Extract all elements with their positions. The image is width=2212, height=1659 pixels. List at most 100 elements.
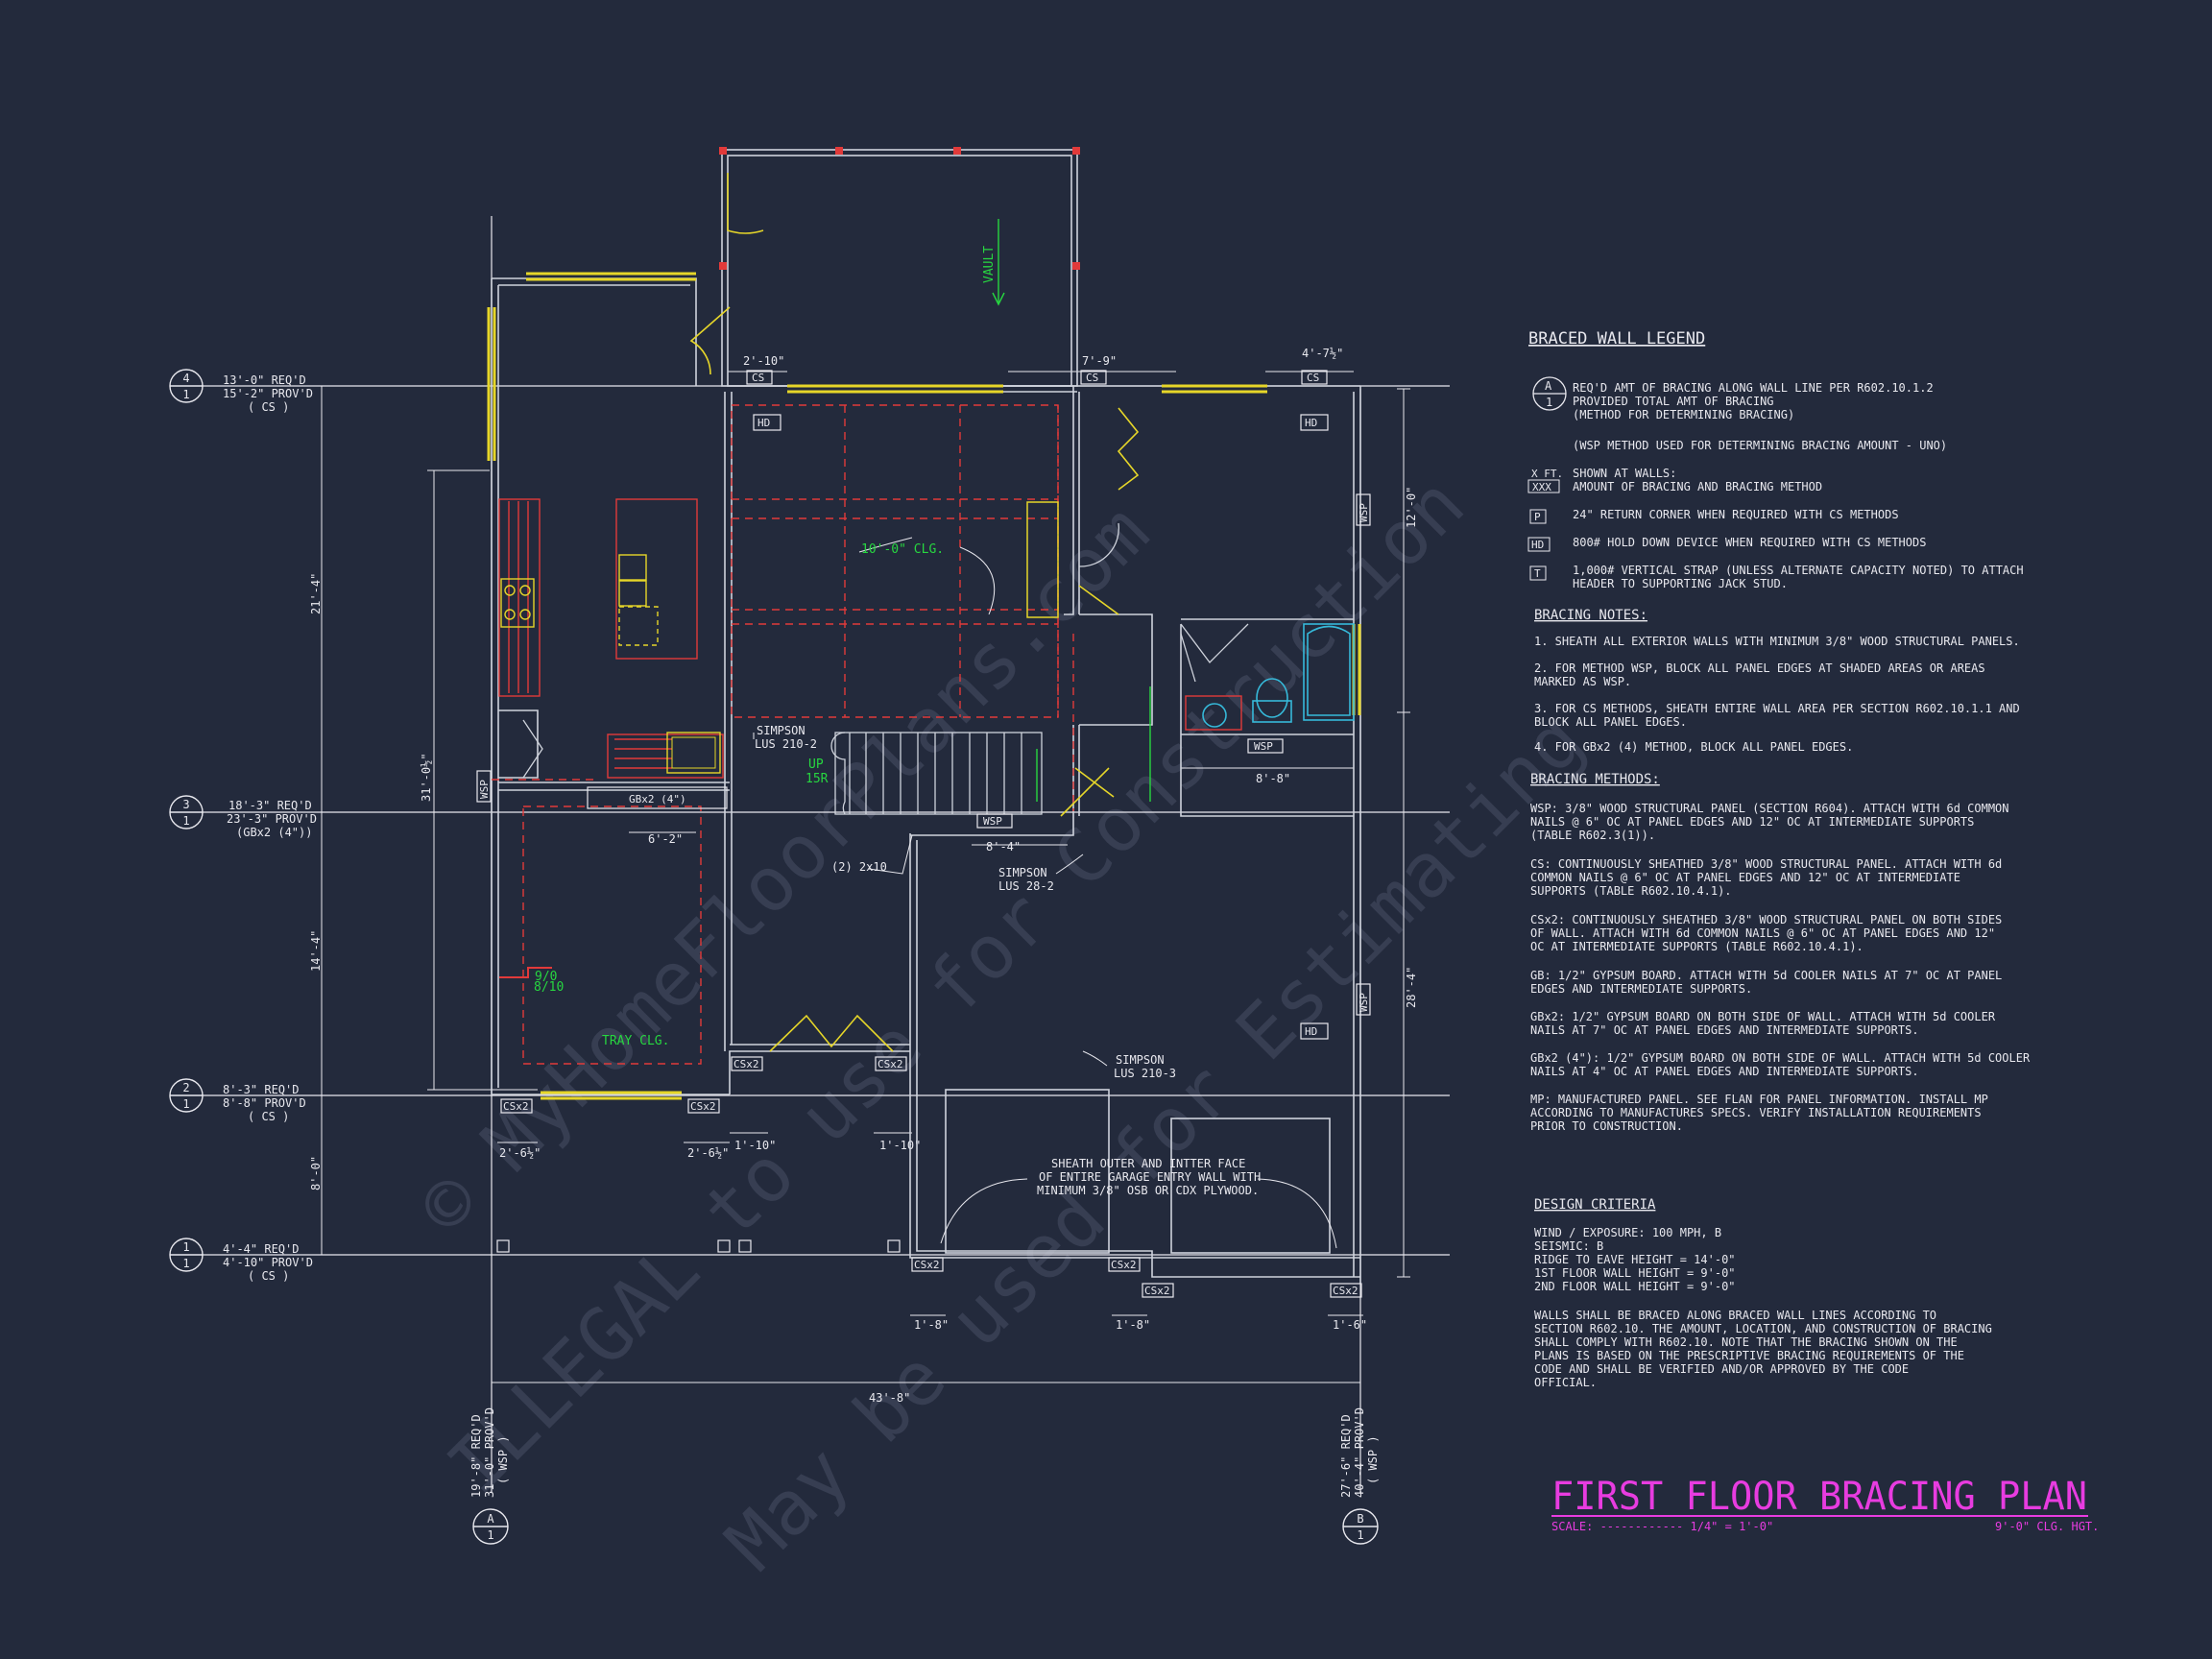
ceiling-height-label: 9'-0" CLG. HGT.: [1995, 1520, 2099, 1533]
tag2-sheet: 1: [182, 1097, 189, 1111]
legend-xxx: XXX: [1532, 481, 1551, 493]
tagb-sheet: 1: [1357, 1528, 1363, 1542]
method-wsp-3: (TABLE R602.3(1)).: [1530, 829, 1655, 842]
wla-method: ( WSP ): [496, 1435, 510, 1484]
dim-2-6b: 2'-6½": [687, 1146, 729, 1160]
wall-line-requirements: 13'-0" REQ'D 15'-2" PROV'D ( CS ) 18'-3"…: [223, 373, 317, 1283]
method-csx2-1: CSx2: CONTINUOUSLY SHEATHED 3/8" WOOD ST…: [1530, 913, 2002, 926]
tag4-sheet: 1: [182, 388, 189, 401]
tag-csx2-2: CSx2: [690, 1100, 716, 1113]
wall-line-tag-text: 4 1 3 1 2 1 1 1 A 1 B 1: [182, 372, 1363, 1542]
legend-wsp-note: (WSP METHOD USED FOR DETERMINING BRACING…: [1573, 439, 1947, 452]
legend-p-sym: P: [1534, 511, 1541, 523]
header-marker: [499, 967, 552, 978]
method-mp-2: ACCORDING TO MANUFACTURES SPECS. VERIFY …: [1530, 1106, 1982, 1119]
wl1-prov: 4'-10" PROV'D: [223, 1256, 313, 1269]
legend-title: BRACED WALL LEGEND: [1528, 329, 1705, 349]
simpson-1a: SIMPSON: [757, 724, 805, 737]
plan-tag-text: HD HD HD CS CS CS WSP WSP WSP WSP WSP CS…: [478, 372, 1370, 1297]
vault-label: VAULT: [982, 246, 997, 283]
legend-tag-a: A: [1545, 379, 1552, 393]
note-4: 4. FOR GBx2 (4) METHOD, BLOCK ALL PANEL …: [1534, 740, 1853, 754]
dim-overall: 43'-8": [869, 1391, 910, 1405]
dim-21-4: 21'-4": [309, 573, 323, 614]
method-cs-3: SUPPORTS (TABLE R602.10.4.1).: [1530, 884, 1732, 898]
bracing-methods: BRACING METHODS: WSP: 3/8" WOOD STRUCTUR…: [1530, 772, 2031, 1133]
title-block: FIRST FLOOR BRACING PLAN SCALE: --------…: [1551, 1475, 2099, 1533]
legend-shown-2: AMOUNT OF BRACING AND BRACING METHOD: [1573, 480, 1822, 493]
legend-p-box: [1529, 509, 1547, 524]
door-leaves: [522, 522, 1249, 779]
wall-line-tags: [169, 369, 1379, 1545]
method-cs-1: CS: CONTINUOUSLY SHEATHED 3/8" WOOD STRU…: [1530, 857, 2002, 871]
sheath-note-3: MINIMUM 3/8" OSB OR CDX PLYWOOD.: [1037, 1184, 1259, 1197]
plan-title: FIRST FLOOR BRACING PLAN: [1551, 1475, 2087, 1519]
method-gbx2-1: GBx2: 1/2" GYPSUM BOARD ON BOTH SIDE OF …: [1530, 1010, 1996, 1023]
tag-wsp-3: WSP: [478, 780, 491, 799]
method-gbx24-2: NAILS AT 4" OC AT PANEL EDGES AND INTERM…: [1530, 1065, 1919, 1078]
tag3-num: 3: [182, 798, 189, 811]
scale-label: SCALE: ------------ 1/4" = 1'-0": [1551, 1520, 1773, 1533]
wall-line-tag-b: [1342, 1508, 1379, 1545]
legend-hd-box: [1527, 537, 1551, 552]
dim-6-2: 6'-2": [648, 832, 683, 846]
stair: [830, 732, 1043, 815]
legend-p-desc: 24" RETURN CORNER WHEN REQUIRED WITH CS …: [1573, 508, 1899, 521]
wall-line-tag-2: [169, 1078, 204, 1113]
tag-hd-2: HD: [1305, 417, 1317, 429]
dim-4-7: 4'-7½": [1302, 347, 1343, 360]
tag3-sheet: 1: [182, 814, 189, 828]
design-criteria: DESIGN CRITERIA WIND / EXPOSURE: 100 MPH…: [1534, 1197, 1992, 1389]
wl2-req: 8'-3" REQ'D: [223, 1083, 299, 1096]
method-gbx24-1: GBx2 (4"): 1/2" GYPSUM BOARD ON BOTH SID…: [1530, 1051, 2031, 1065]
method-wsp-1: WSP: 3/8" WOOD STRUCTURAL PANEL (SECTION…: [1530, 802, 2009, 815]
wall-line-tag-a: [472, 1508, 509, 1545]
sheath-note-2: OF ENTIRE GARAGE ENTRY WALL WITH: [1039, 1170, 1261, 1184]
wl1-method: ( CS ): [248, 1269, 289, 1283]
dimension-text: 21'-4" 31'-0½" 14'-4" 8'-0" 12'-0" 28'-4…: [309, 347, 1418, 1405]
design-para-1: WALLS SHALL BE BRACED ALONG BRACED WALL …: [1534, 1309, 1936, 1322]
plan-tag-boxes: [476, 370, 1371, 1298]
vault-arrow: [992, 219, 1005, 306]
wl4-req: 13'-0" REQ'D: [223, 373, 306, 387]
design-line-4: 1ST FLOOR WALL HEIGHT = 9'-0": [1534, 1266, 1736, 1280]
methods-title: BRACING METHODS:: [1530, 772, 1660, 787]
design-para-3: SHALL COMPLY WITH R602.10. NOTE THAT THE…: [1534, 1335, 1958, 1349]
dim-31-0: 31'-0½": [420, 753, 433, 802]
wl4-prov: 15'-2" PROV'D: [223, 387, 313, 400]
kitchen-fixtures: [500, 554, 721, 774]
tag-csx2-7: CSx2: [1144, 1285, 1170, 1297]
wl2-prov: 8'-8" PROV'D: [223, 1096, 306, 1110]
tag-wsp-4: WSP: [1358, 503, 1370, 522]
method-gbx2-2: NAILS AT 7" OC AT PANEL EDGES AND INTERM…: [1530, 1023, 1919, 1037]
simpson-2b: LUS 28-2: [998, 879, 1054, 893]
taga-sheet: 1: [487, 1528, 493, 1542]
dim-8-0: 8'-0": [309, 1156, 323, 1190]
legend-t-desc-2: HEADER TO SUPPORTING JACK STUD.: [1573, 577, 1788, 590]
ceiling-10-label: 10'-0" CLG.: [861, 542, 944, 557]
design-para-2: SECTION R602.10. THE AMOUNT, LOCATION, A…: [1534, 1322, 1992, 1335]
bracing-notes: BRACING NOTES: 1. SHEATH ALL EXTERIOR WA…: [1534, 608, 2020, 754]
note-1: 1. SHEATH ALL EXTERIOR WALLS WITH MINIMU…: [1534, 635, 2020, 648]
plan-labels-white: SIMPSON LUS 210-2 SIMPSON LUS 28-2 SIMPS…: [755, 724, 1261, 1197]
taga-id: A: [487, 1512, 494, 1526]
tag-wsp-2: WSP: [1254, 740, 1273, 753]
method-mp-3: PRIOR TO CONSTRUCTION.: [1530, 1119, 1683, 1133]
wl4-method: ( CS ): [248, 400, 289, 414]
simpson-1b: LUS 210-2: [755, 737, 817, 751]
legend-hd-sym: HD: [1531, 539, 1544, 551]
dim-2-6a: 2'-6½": [499, 1146, 541, 1160]
method-csx2-2: OF WALL. ATTACH WITH 6d COMMON NAILS @ 6…: [1530, 926, 1995, 940]
legend-t-sym: T: [1534, 567, 1541, 580]
dimension-lines: [315, 371, 1410, 1389]
dim-1-10a: 1'-10": [734, 1139, 776, 1152]
legend-xft: X FT.: [1531, 468, 1563, 480]
plan-labels-green: VAULT 10'-0" CLG. TRAY CLG. UP 15R 8/10 …: [534, 246, 997, 1048]
tag2-num: 2: [182, 1081, 189, 1094]
dim-1-10b: 1'-10": [879, 1139, 921, 1152]
tagb-id: B: [1357, 1512, 1363, 1526]
wl3-req: 18'-3" REQ'D: [228, 799, 312, 812]
note-2b: MARKED AS WSP.: [1534, 675, 1631, 688]
method-csx2-3: OC AT INTERMEDIATE SUPPORTS (TABLE R602.…: [1530, 940, 1863, 953]
design-para-4: PLANS IS BASED ON THE PRESCRIPTIVE BRACI…: [1534, 1349, 1964, 1362]
